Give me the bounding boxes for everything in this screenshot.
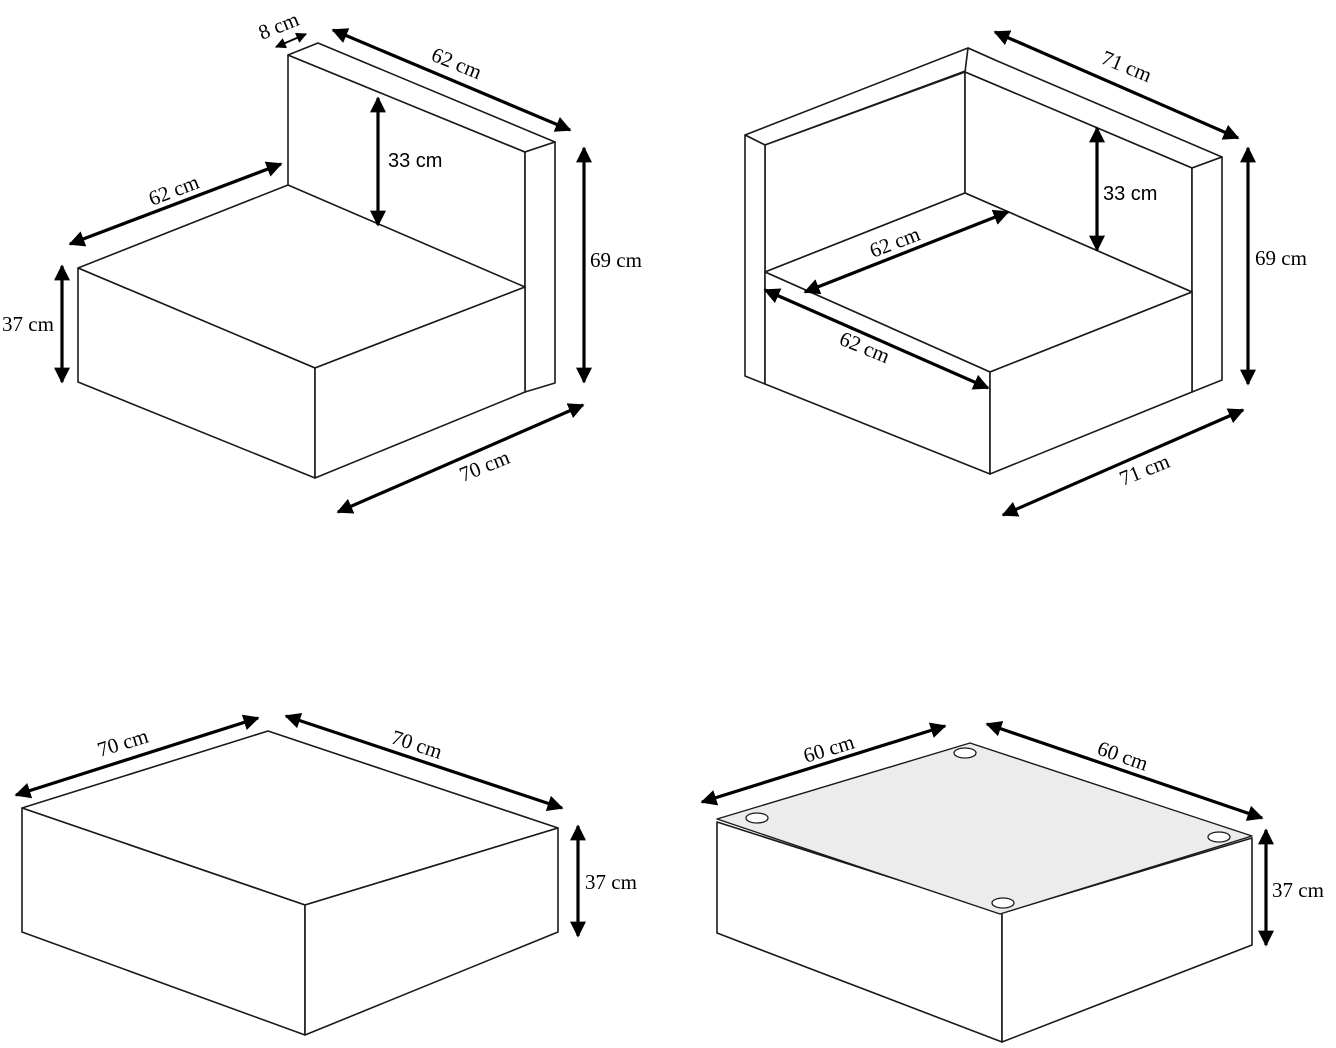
glass-bumper-2 [953, 747, 977, 759]
arrow-seat-depth-b [763, 288, 990, 390]
arrow-width-a [700, 722, 947, 806]
corner-seat-module: 71 cm 33 cm 62 cm 62 cm 69 cm 71 cm [744, 30, 1307, 517]
label-backrest-height: 33 cm [1103, 183, 1157, 205]
ottoman-module: 70 cm 70 cm 37 cm [14, 712, 637, 1036]
middle-seat-module: 8 cm 62 cm 33 cm 62 cm 69 cm 37 cm 70 cm [2, 7, 642, 514]
table-base-right [1001, 837, 1253, 1043]
glass-bumper-3 [1207, 831, 1231, 843]
label-total-height: 69 cm [1255, 246, 1307, 270]
arrow-seat-depth-a [803, 209, 1010, 295]
arrow-width-a [14, 714, 260, 799]
table-module: 60 cm 60 cm 37 cm [700, 721, 1324, 1043]
middle-seat-backrest-side [524, 141, 556, 393]
corner-back-left-front [744, 134, 766, 385]
label-width: 71 cm [1116, 449, 1173, 491]
ottoman-right [304, 827, 559, 1036]
label-back-width: 62 cm [428, 42, 485, 84]
arrow-width [336, 403, 585, 514]
label-width: 70 cm [456, 445, 513, 487]
arrow-width [1001, 408, 1245, 517]
glass-bumper-4 [991, 897, 1015, 909]
glass-bumper-1 [745, 812, 769, 824]
arrow-depth-top [275, 32, 307, 49]
arrow-width-b [985, 721, 1264, 821]
arrow-width-b [284, 712, 564, 812]
arrow-seat-depth [68, 161, 283, 247]
label-backrest-height: 33 cm [388, 150, 442, 172]
label-total-height: 69 cm [590, 248, 642, 272]
label-seat-height: 37 cm [2, 312, 54, 336]
corner-back-right-side [1191, 156, 1223, 393]
arrow-back-width [331, 28, 572, 132]
arrow-back-width [993, 30, 1240, 140]
label-height: 37 cm [585, 870, 637, 894]
label-height: 37 cm [1272, 878, 1324, 902]
